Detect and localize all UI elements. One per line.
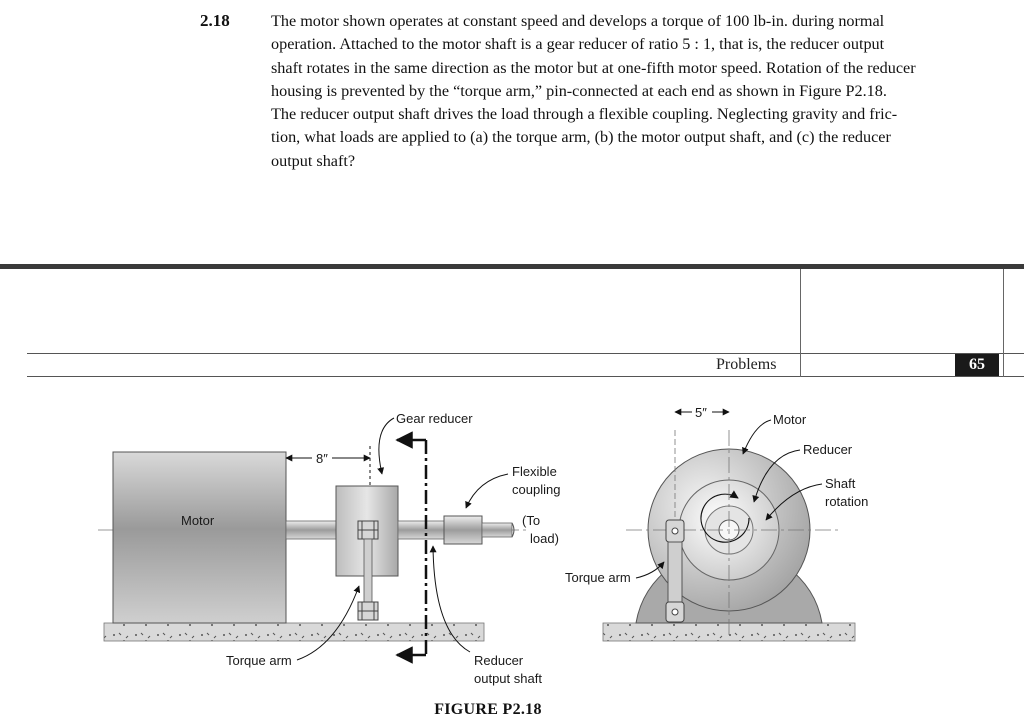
figure-p2-18: Motor 8″ Gear reducer Flexible	[98, 404, 868, 686]
problem-line: output shaft?	[271, 151, 356, 170]
motor-label-end: Motor	[773, 412, 807, 427]
header-margin-line	[1003, 269, 1004, 377]
motor-body	[112, 451, 287, 624]
header-divider	[800, 269, 801, 377]
rotation-arrow	[700, 490, 750, 543]
page-number: 65	[955, 354, 999, 376]
torque-arm-label-side: Torque arm	[226, 653, 292, 668]
running-head: Problems	[716, 356, 777, 373]
coupling-label: coupling	[512, 482, 560, 497]
flexible-coupling	[443, 515, 483, 545]
flexible-label: Flexible	[512, 464, 557, 479]
shaft-rotation-leader	[765, 483, 823, 521]
header-rule-bottom	[27, 376, 1024, 377]
problem-line: operation. Attached to the motor shaft i…	[271, 35, 885, 54]
side-view: Motor 8″ Gear reducer Flexible	[98, 411, 560, 686]
motor-label: Motor	[181, 513, 215, 528]
gear-reducer-leader	[377, 417, 395, 475]
problem-line: housing is prevented by the “torque arm,…	[271, 81, 887, 100]
reducer-output-leader	[429, 545, 471, 653]
to-load-label-1: (To	[522, 513, 540, 528]
reducer-label-end: Reducer	[803, 442, 853, 457]
torque-arm-leader-side	[296, 585, 361, 661]
torque-arm	[363, 538, 373, 606]
dim-5-mask	[692, 404, 712, 420]
ground-hatch	[103, 622, 485, 642]
coupling-leader	[465, 473, 509, 509]
problem-line: The motor shown operates at constant spe…	[271, 12, 885, 30]
torque-arm-label-end: Torque arm	[565, 570, 631, 585]
load-shaft	[481, 522, 513, 538]
shaft-rotation-label-2: rotation	[825, 494, 868, 509]
motor-leader-end	[742, 419, 772, 455]
reducer-output-label-2: output shaft	[474, 671, 542, 686]
end-view: 5″ Motor Reducer Shaft rotation Torque a…	[565, 404, 868, 642]
problem-line: tion, what loads are applied to (a) the …	[271, 128, 891, 147]
problem-line: The reducer output shaft drives the load…	[271, 105, 898, 124]
torque-arm-leader-end	[635, 561, 665, 579]
shaft-break	[511, 522, 515, 538]
shaft-rotation-label-1: Shaft	[825, 476, 856, 491]
dimension-5-label: 5″	[695, 405, 707, 420]
problem-statement: The motor shown operates at constant spe…	[271, 10, 972, 173]
motor-shaft	[285, 520, 339, 540]
dim-8-mask	[312, 450, 332, 466]
page-break-rule	[0, 264, 1024, 269]
problem-number: 2.18	[200, 11, 230, 30]
to-load-label-2: load)	[530, 531, 559, 546]
figure-caption: FIGURE P2.18	[434, 701, 542, 718]
header-rule-top	[27, 353, 1024, 354]
problem-line: shaft rotates in the same direction as t…	[271, 58, 916, 77]
dimension-8-label: 8″	[316, 451, 328, 466]
torque-arm-end	[667, 541, 683, 605]
gear-reducer-label: Gear reducer	[396, 411, 473, 426]
reducer-leader-end	[752, 449, 801, 503]
reducer-output-label-1: Reducer	[474, 653, 524, 668]
reducer-output-shaft	[397, 520, 445, 540]
